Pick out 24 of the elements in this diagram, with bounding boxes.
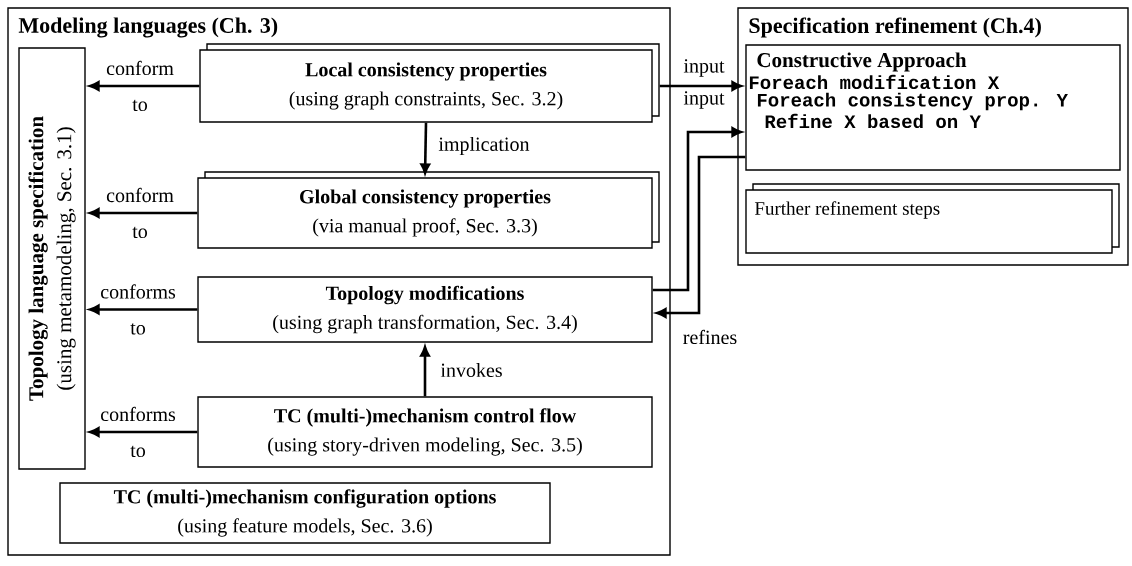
edge-label: conforms to: [101, 406, 176, 458]
arrow: [659, 81, 742, 91]
spec-box: Topology language specification (using metamodeling, Sec. 3.1): [18, 47, 86, 470]
edge-label: refines: [683, 329, 737, 345]
edge-label: input: [683, 91, 725, 109]
stacked-box: Local consistency properties (using graph constraints, Sec. 3.2): [199, 43, 660, 123]
edge-label: input: [683, 59, 725, 77]
process-box: Topology modifications (using graph transformation, Sec. 3.4): [197, 276, 653, 343]
edge-label: conform to: [106, 60, 174, 112]
arrow: [89, 427, 198, 437]
stacked-box: Further refinement steps: [745, 183, 1120, 254]
process-box: TC (multi-)mechanism control flow (using story-driven modeling, Sec. 3.5): [197, 396, 653, 468]
edge-label: conform to: [106, 187, 174, 239]
edge-label: implication: [438, 136, 530, 156]
arrow: [420, 346, 430, 397]
stacked-box: Global consistency properties (via manual proof, Sec. 3.3): [197, 171, 660, 249]
arrow: [89, 208, 198, 218]
algorithm-box: Constructive Approach Foreach modification X Foreach consistency prop. Y Refine X based on Y: [745, 44, 1121, 171]
arrow: [652, 127, 742, 292]
edge-label: invokes: [440, 362, 502, 377]
process-box: TC (multi-)mechanism configuration options (using feature models, Sec. 3.6): [59, 482, 551, 544]
arrow: [89, 81, 200, 91]
arrow: [656, 155, 746, 318]
arrow: [420, 122, 431, 174]
